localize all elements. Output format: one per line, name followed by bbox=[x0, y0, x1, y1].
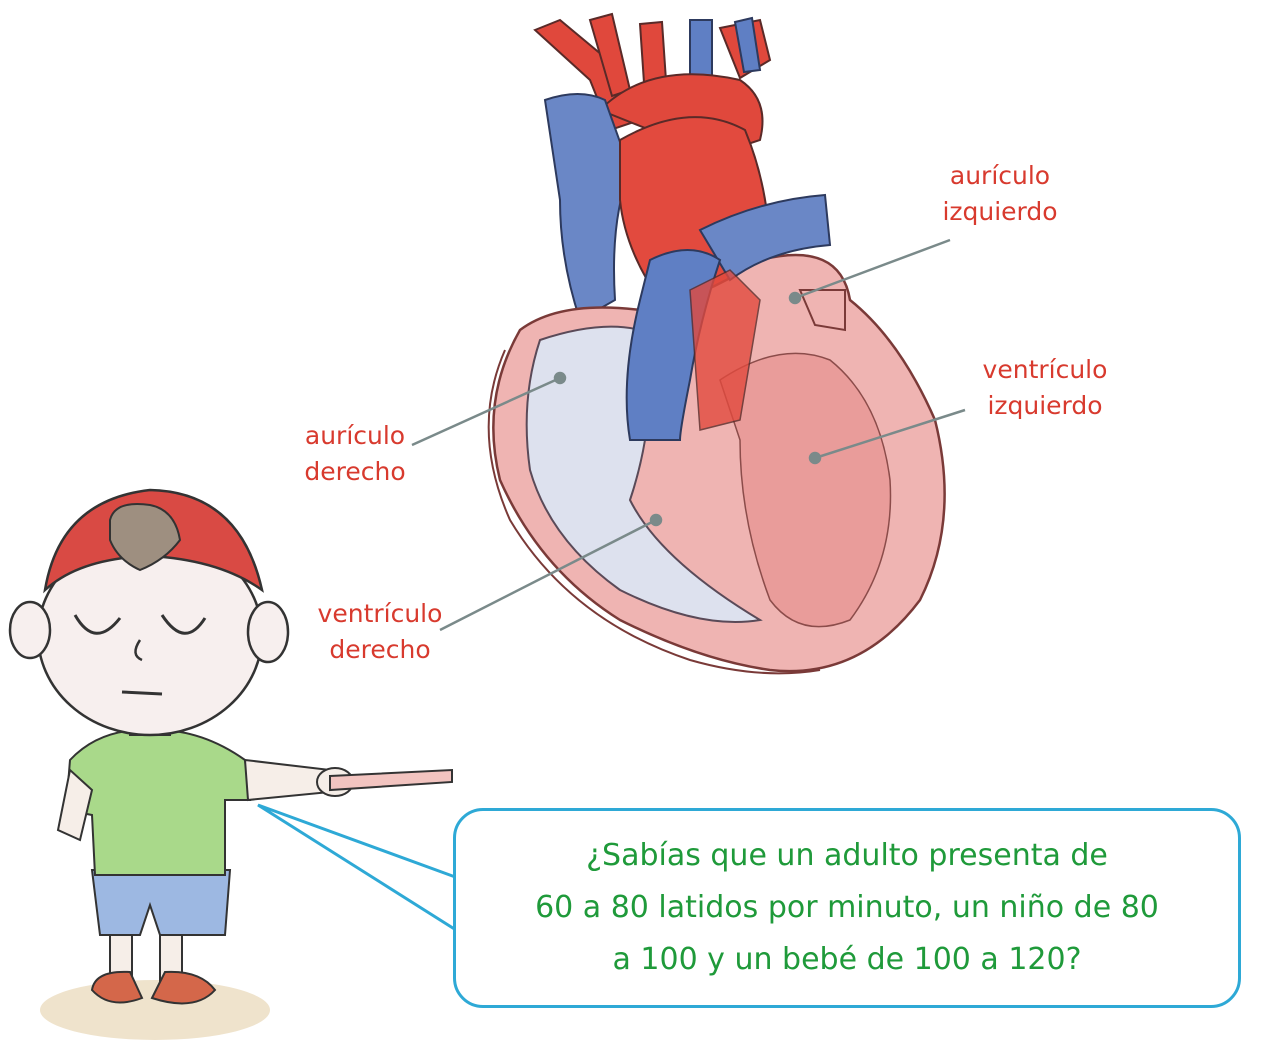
speech-bubble: ¿Sabías que un adulto presenta de 60 a 8… bbox=[453, 808, 1241, 1008]
speech-line: 60 a 80 latidos por minuto, un niño de 8… bbox=[535, 890, 1159, 925]
label-line: derecho bbox=[304, 457, 406, 486]
label-line: ventrículo bbox=[982, 355, 1108, 384]
label-ventriculo-derecho: ventrículo derecho bbox=[300, 596, 460, 668]
vena-cava-superior bbox=[543, 93, 632, 322]
label-line: aurículo bbox=[304, 421, 406, 450]
label-auriculo-izquierdo: aurículo izquierdo bbox=[920, 158, 1080, 230]
pointer-lines bbox=[411, 238, 966, 632]
speech-line: a 100 y un bebé de 100 a 120? bbox=[612, 942, 1082, 977]
pulmonary-artery bbox=[698, 193, 832, 282]
speech-line: ¿Sabías que un adulto presenta de bbox=[586, 838, 1108, 873]
heart-illustration bbox=[411, 12, 966, 675]
label-line: derecho bbox=[329, 635, 431, 664]
speech-bubble-tail bbox=[257, 803, 459, 932]
boy-character bbox=[8, 488, 453, 1040]
left-chambers bbox=[719, 352, 892, 628]
label-line: izquierdo bbox=[942, 197, 1058, 226]
label-auriculo-derecho: aurículo derecho bbox=[280, 418, 430, 490]
label-line: aurículo bbox=[949, 161, 1051, 190]
aortic-arch-branches bbox=[533, 12, 772, 152]
label-ventriculo-izquierdo: ventrículo izquierdo bbox=[960, 352, 1130, 424]
label-line: ventrículo bbox=[317, 599, 443, 628]
label-line: izquierdo bbox=[987, 391, 1103, 420]
